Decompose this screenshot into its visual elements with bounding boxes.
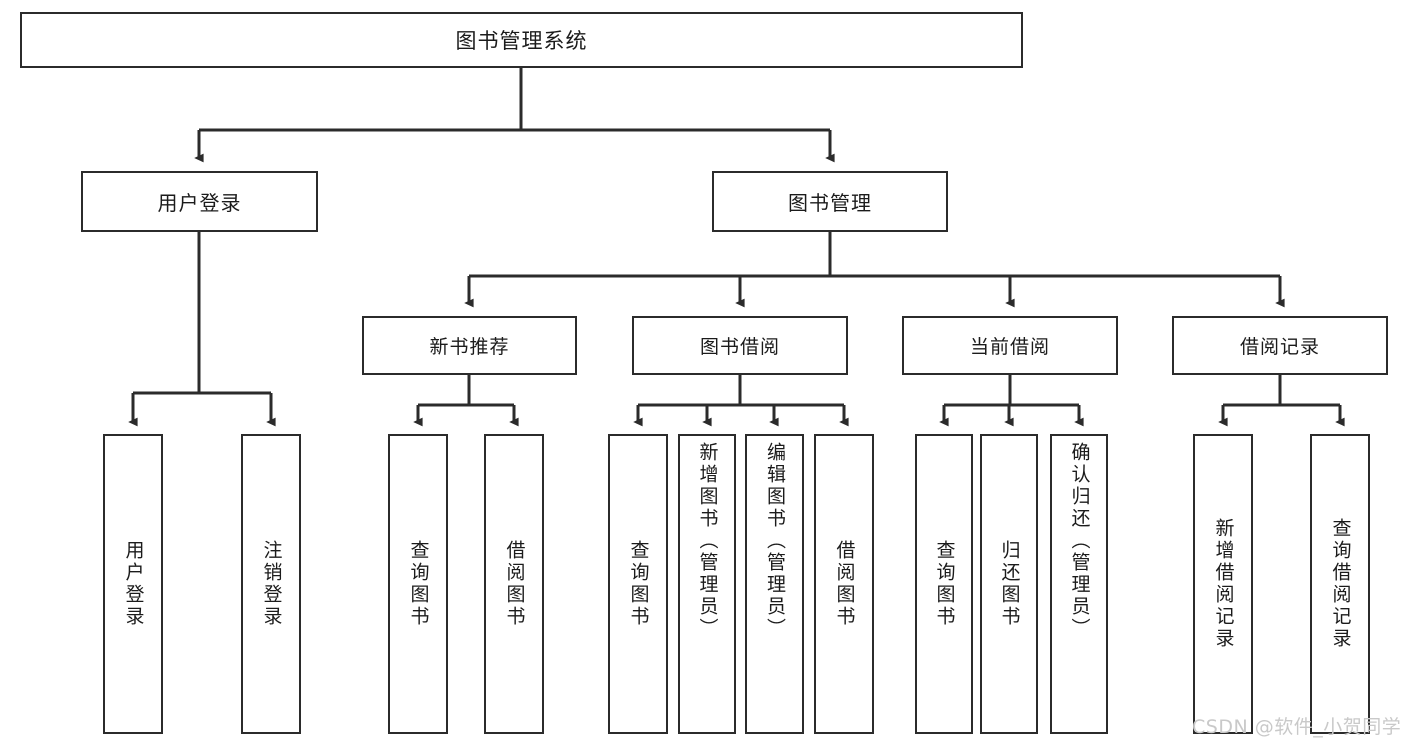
node-label: 用户登录 <box>157 191 242 215</box>
node-label: 归还图书 <box>998 540 1021 628</box>
node-book-management[interactable]: 图书管理 <box>712 171 948 232</box>
leaf-edit-book-admin[interactable]: 编辑图书（管理员） <box>745 434 804 734</box>
leaf-return-book[interactable]: 归还图书 <box>980 434 1038 734</box>
node-label: 注销登录 <box>260 540 283 628</box>
node-label: 图书借阅 <box>699 336 780 358</box>
leaf-borrow-book[interactable]: 借阅图书 <box>814 434 874 734</box>
node-root[interactable]: 图书管理系统 <box>20 12 1023 68</box>
node-label: 借阅记录 <box>1239 336 1320 358</box>
leaf-query-book-borrow[interactable]: 查询图书 <box>608 434 668 734</box>
leaf-query-book-recommend[interactable]: 查询图书 <box>388 434 448 734</box>
node-label: 新增借阅记录 <box>1212 518 1235 650</box>
leaf-add-book-admin[interactable]: 新增图书（管理员） <box>678 434 736 734</box>
node-current-borrow[interactable]: 当前借阅 <box>902 316 1118 375</box>
node-label: 查询图书 <box>407 540 430 628</box>
leaf-query-book-current[interactable]: 查询图书 <box>915 434 973 734</box>
node-label: 查询借阅记录 <box>1329 518 1352 650</box>
leaf-logout[interactable]: 注销登录 <box>241 434 301 734</box>
node-label: 用户登录 <box>122 540 145 628</box>
node-book-borrow[interactable]: 图书借阅 <box>632 316 848 375</box>
node-label: 编辑图书（管理员） <box>764 442 786 640</box>
leaf-borrow-book-recommend[interactable]: 借阅图书 <box>484 434 544 734</box>
node-label: 确认归还（管理员） <box>1068 442 1091 640</box>
node-label: 查询图书 <box>627 540 650 628</box>
node-user-login[interactable]: 用户登录 <box>81 171 318 232</box>
leaf-add-borrow-record[interactable]: 新增借阅记录 <box>1193 434 1253 734</box>
node-new-book-recommend[interactable]: 新书推荐 <box>362 316 577 375</box>
node-borrow-record[interactable]: 借阅记录 <box>1172 316 1388 375</box>
node-label: 新增图书（管理员） <box>696 442 719 640</box>
leaf-query-borrow-record[interactable]: 查询借阅记录 <box>1310 434 1370 734</box>
node-label: 新书推荐 <box>429 336 510 358</box>
leaf-confirm-return-admin[interactable]: 确认归还（管理员） <box>1050 434 1108 734</box>
leaf-user-login[interactable]: 用户登录 <box>103 434 163 734</box>
node-label: 当前借阅 <box>969 336 1050 358</box>
node-label: 图书管理 <box>788 191 872 215</box>
node-label: 查询图书 <box>933 540 956 628</box>
node-label: 借阅图书 <box>833 540 856 628</box>
node-label: 图书管理系统 <box>455 29 588 53</box>
node-label: 借阅图书 <box>503 540 526 628</box>
